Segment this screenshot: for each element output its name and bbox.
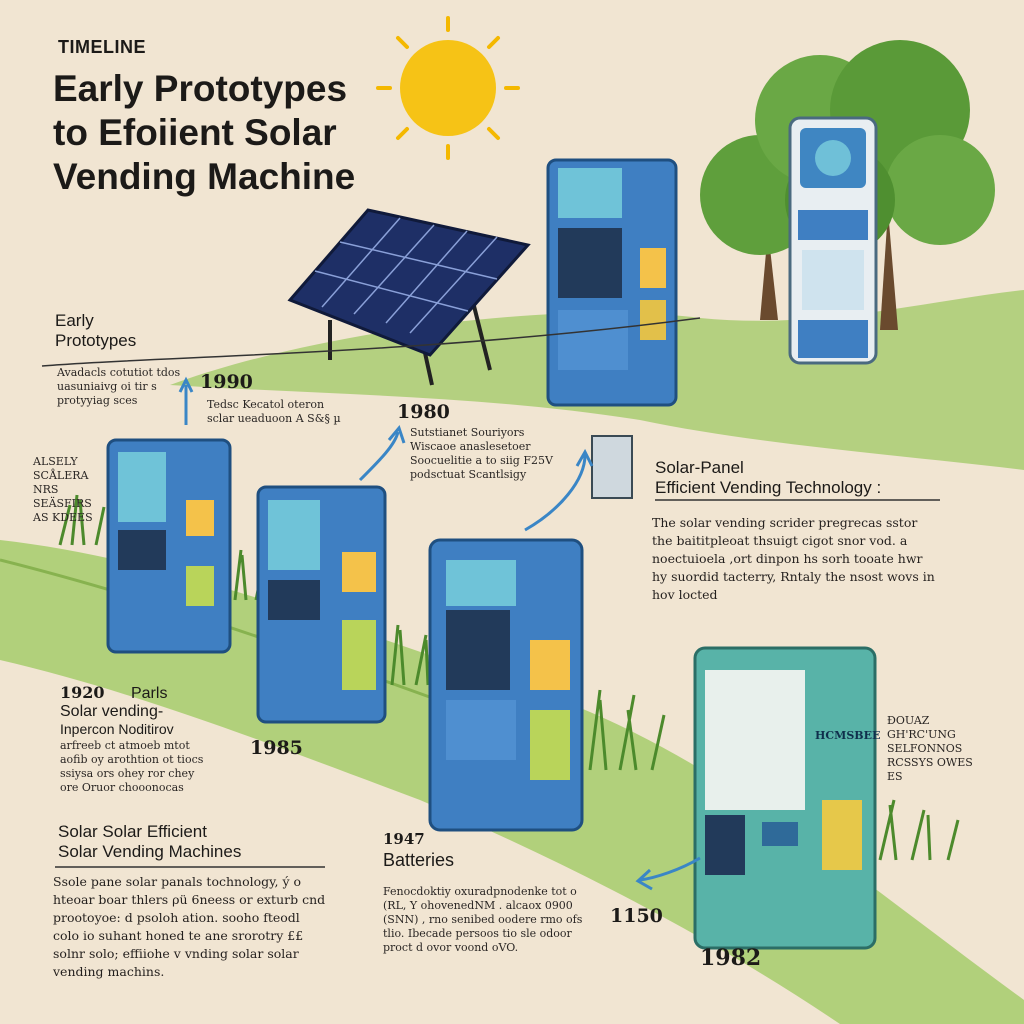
text-line: vending machins. (53, 964, 165, 979)
text-line: hteoar boar thlers ρü 6neess or exturb c… (53, 892, 326, 907)
note-1980: Sutstianet Souriyors Wiscaoe anaslesetoe… (410, 426, 570, 482)
tag-parls: Parls (130, 685, 168, 702)
solar-panel-body: The solar vending scrider pregrecas ssto… (652, 514, 982, 604)
text-line: Wiscaoe anaslesetoer (410, 440, 531, 453)
text-line: Avadacls cotutiot tdos (57, 366, 181, 379)
early-prototypes-heading-line-1: Early (55, 311, 94, 330)
text-line: hy suordid tacterry, Rntaly the nsost wo… (652, 569, 935, 584)
text-line: hov locted (652, 587, 718, 602)
text-line: (SNN) , rno senibed oodere rmo ofs (383, 913, 583, 926)
year-1990: 1990 (200, 371, 253, 393)
bottom-left-body: Ssole pane solar panals tochnology, ý o … (53, 873, 343, 981)
bottom-left-heading-line-1: Solar Solar Efficient (58, 822, 207, 841)
text-line: protyyiag sces (57, 394, 138, 407)
vending-machine-top-illustration (546, 158, 678, 407)
text-line: sclar ueaduoon A S&§ µ (207, 412, 341, 425)
bottom-left-heading: Solar Solar Efficient Solar Vending Mach… (58, 822, 241, 862)
kiosk-machine-illustration (788, 116, 878, 365)
year-1980: 1980 (397, 401, 450, 423)
text-line: tlio. Ibecade persoos tio sle odoor (383, 927, 572, 940)
bottom-mid-block: 1947 Batteries Fenocdoktiy oxuradpnodenk… (383, 830, 583, 955)
text-line: SCÅLERA NRS (33, 469, 89, 496)
note-1990: Tedsc Kecatol oteron sclar ueaduoon A S&… (207, 398, 367, 426)
solar-panel-illustration (287, 208, 531, 386)
text-line: Tedsc Kecatol oteron (207, 398, 325, 411)
text-line: RCSSYS OWES (887, 756, 973, 769)
year-1920: 1920 (60, 683, 105, 702)
timeline-line (41, 317, 701, 367)
bottom-mid-title: Batteries (383, 850, 455, 870)
page-title-line-2: to Efoiient Solar (53, 112, 337, 153)
grass-tufts (58, 494, 960, 861)
year-1947: 1947 (383, 830, 425, 848)
text-line: solnr solo; effiiohe v vnding solar sola… (53, 946, 299, 961)
left-1920-title: Solar vending- (60, 703, 164, 720)
sun-icon (376, 16, 520, 160)
text-line: ore Oruor chooonocas (60, 781, 184, 794)
year-1982: 1982 (700, 945, 762, 971)
left-1920-block: 1920 Parls Solar vending- Inpercon Nodit… (60, 683, 260, 795)
text-line: ĐOUAZ (887, 714, 930, 727)
text-line: the baititpleoat thsuigt cigot snor vod.… (652, 533, 908, 548)
text-line: aofib oy arothtion ot tiocs (60, 753, 204, 766)
text-line: Sutstianet Souriyors (410, 426, 525, 439)
solar-panel-heading-line-2: Efficient Vending Technology : (655, 478, 882, 497)
page-title-line-1: Early Prototypes (53, 68, 348, 109)
left-small-notes: ALSELY SCÅLERA NRS SEÄSFIRS AS KDEES (33, 455, 113, 525)
text-line: SELFONNOS (887, 742, 963, 755)
text-line: Fenocdoktiy oxuradpnodenke tot o (383, 885, 577, 898)
text-line: SEÄSFIRS (33, 497, 92, 510)
year-1985: 1985 (250, 737, 303, 759)
vending-machine-3-illustration (428, 538, 584, 832)
timeline-arrows (178, 376, 701, 891)
text-line: Soocuelitie a to siig F25V (410, 454, 553, 467)
solar-panel-heading: Solar-Panel Efficient Vending Technology… (655, 458, 881, 498)
text-line: ALSELY (33, 455, 78, 468)
text-line: (RL, Y ohovenedNM . alcaox 0900 (383, 899, 573, 912)
battery-box-illustration (591, 435, 633, 499)
year-1150: 1150 (610, 905, 663, 927)
text-line: uasuniaivg oi tir s (57, 380, 157, 393)
early-prototypes-body: Avadacls cotutiot tdos uasuniaivg oi tir… (57, 366, 187, 408)
text-line: podsctuat Scantlsigy (410, 468, 527, 481)
early-prototypes-heading: Early Prototypes (55, 311, 136, 351)
text-line: ssiysa ors ohey ror chey (60, 767, 195, 780)
text-line: noectuioela ,ort dinpon hs sorh tooate h… (652, 551, 923, 566)
bottom-left-heading-line-2: Solar Vending Machines (58, 842, 242, 861)
text-line: colo io suhant honed te ane srorotry ££ (53, 928, 304, 943)
vending-machine-teal-illustration (693, 646, 877, 950)
early-prototypes-heading-line-2: Prototypes (55, 331, 137, 350)
solar-panel-heading-line-1: Solar-Panel (655, 458, 744, 477)
left-1920-subtitle: Inpercon Noditirov (60, 721, 174, 737)
left-1920-body: arfreeb ct atmoeb mtot aofib oy arothtio… (60, 739, 260, 795)
text-line: proct d ovor voond oVO. (383, 941, 519, 954)
teal-machine-label: HCMSBEE (815, 729, 881, 742)
text-line: arfreeb ct atmoeb mtot (60, 739, 190, 752)
text-line: AS KDEES (33, 511, 93, 524)
vending-machine-2-illustration (256, 485, 387, 724)
page-title-line-3: Vending Machine (53, 156, 356, 197)
text-line: ES (887, 770, 903, 783)
text-line: GH'RC'UNG (887, 728, 956, 741)
text-line: prootoyoe: d psoloh ation. sooho fteodl (53, 910, 300, 925)
text-line: The solar vending scrider pregrecas ssto… (652, 515, 918, 530)
vending-machine-1-illustration (106, 438, 232, 654)
right-small-notes: ĐOUAZ GH'RC'UNG SELFONNOS RCSSYS OWES ES (887, 714, 987, 784)
text-line: Ssole pane solar panals tochnology, ý o (53, 874, 302, 889)
timeline-eyebrow: TIMELINE (58, 37, 146, 57)
bottom-mid-body: Fenocdoktiy oxuradpnodenke tot o (RL, Y … (383, 885, 583, 955)
